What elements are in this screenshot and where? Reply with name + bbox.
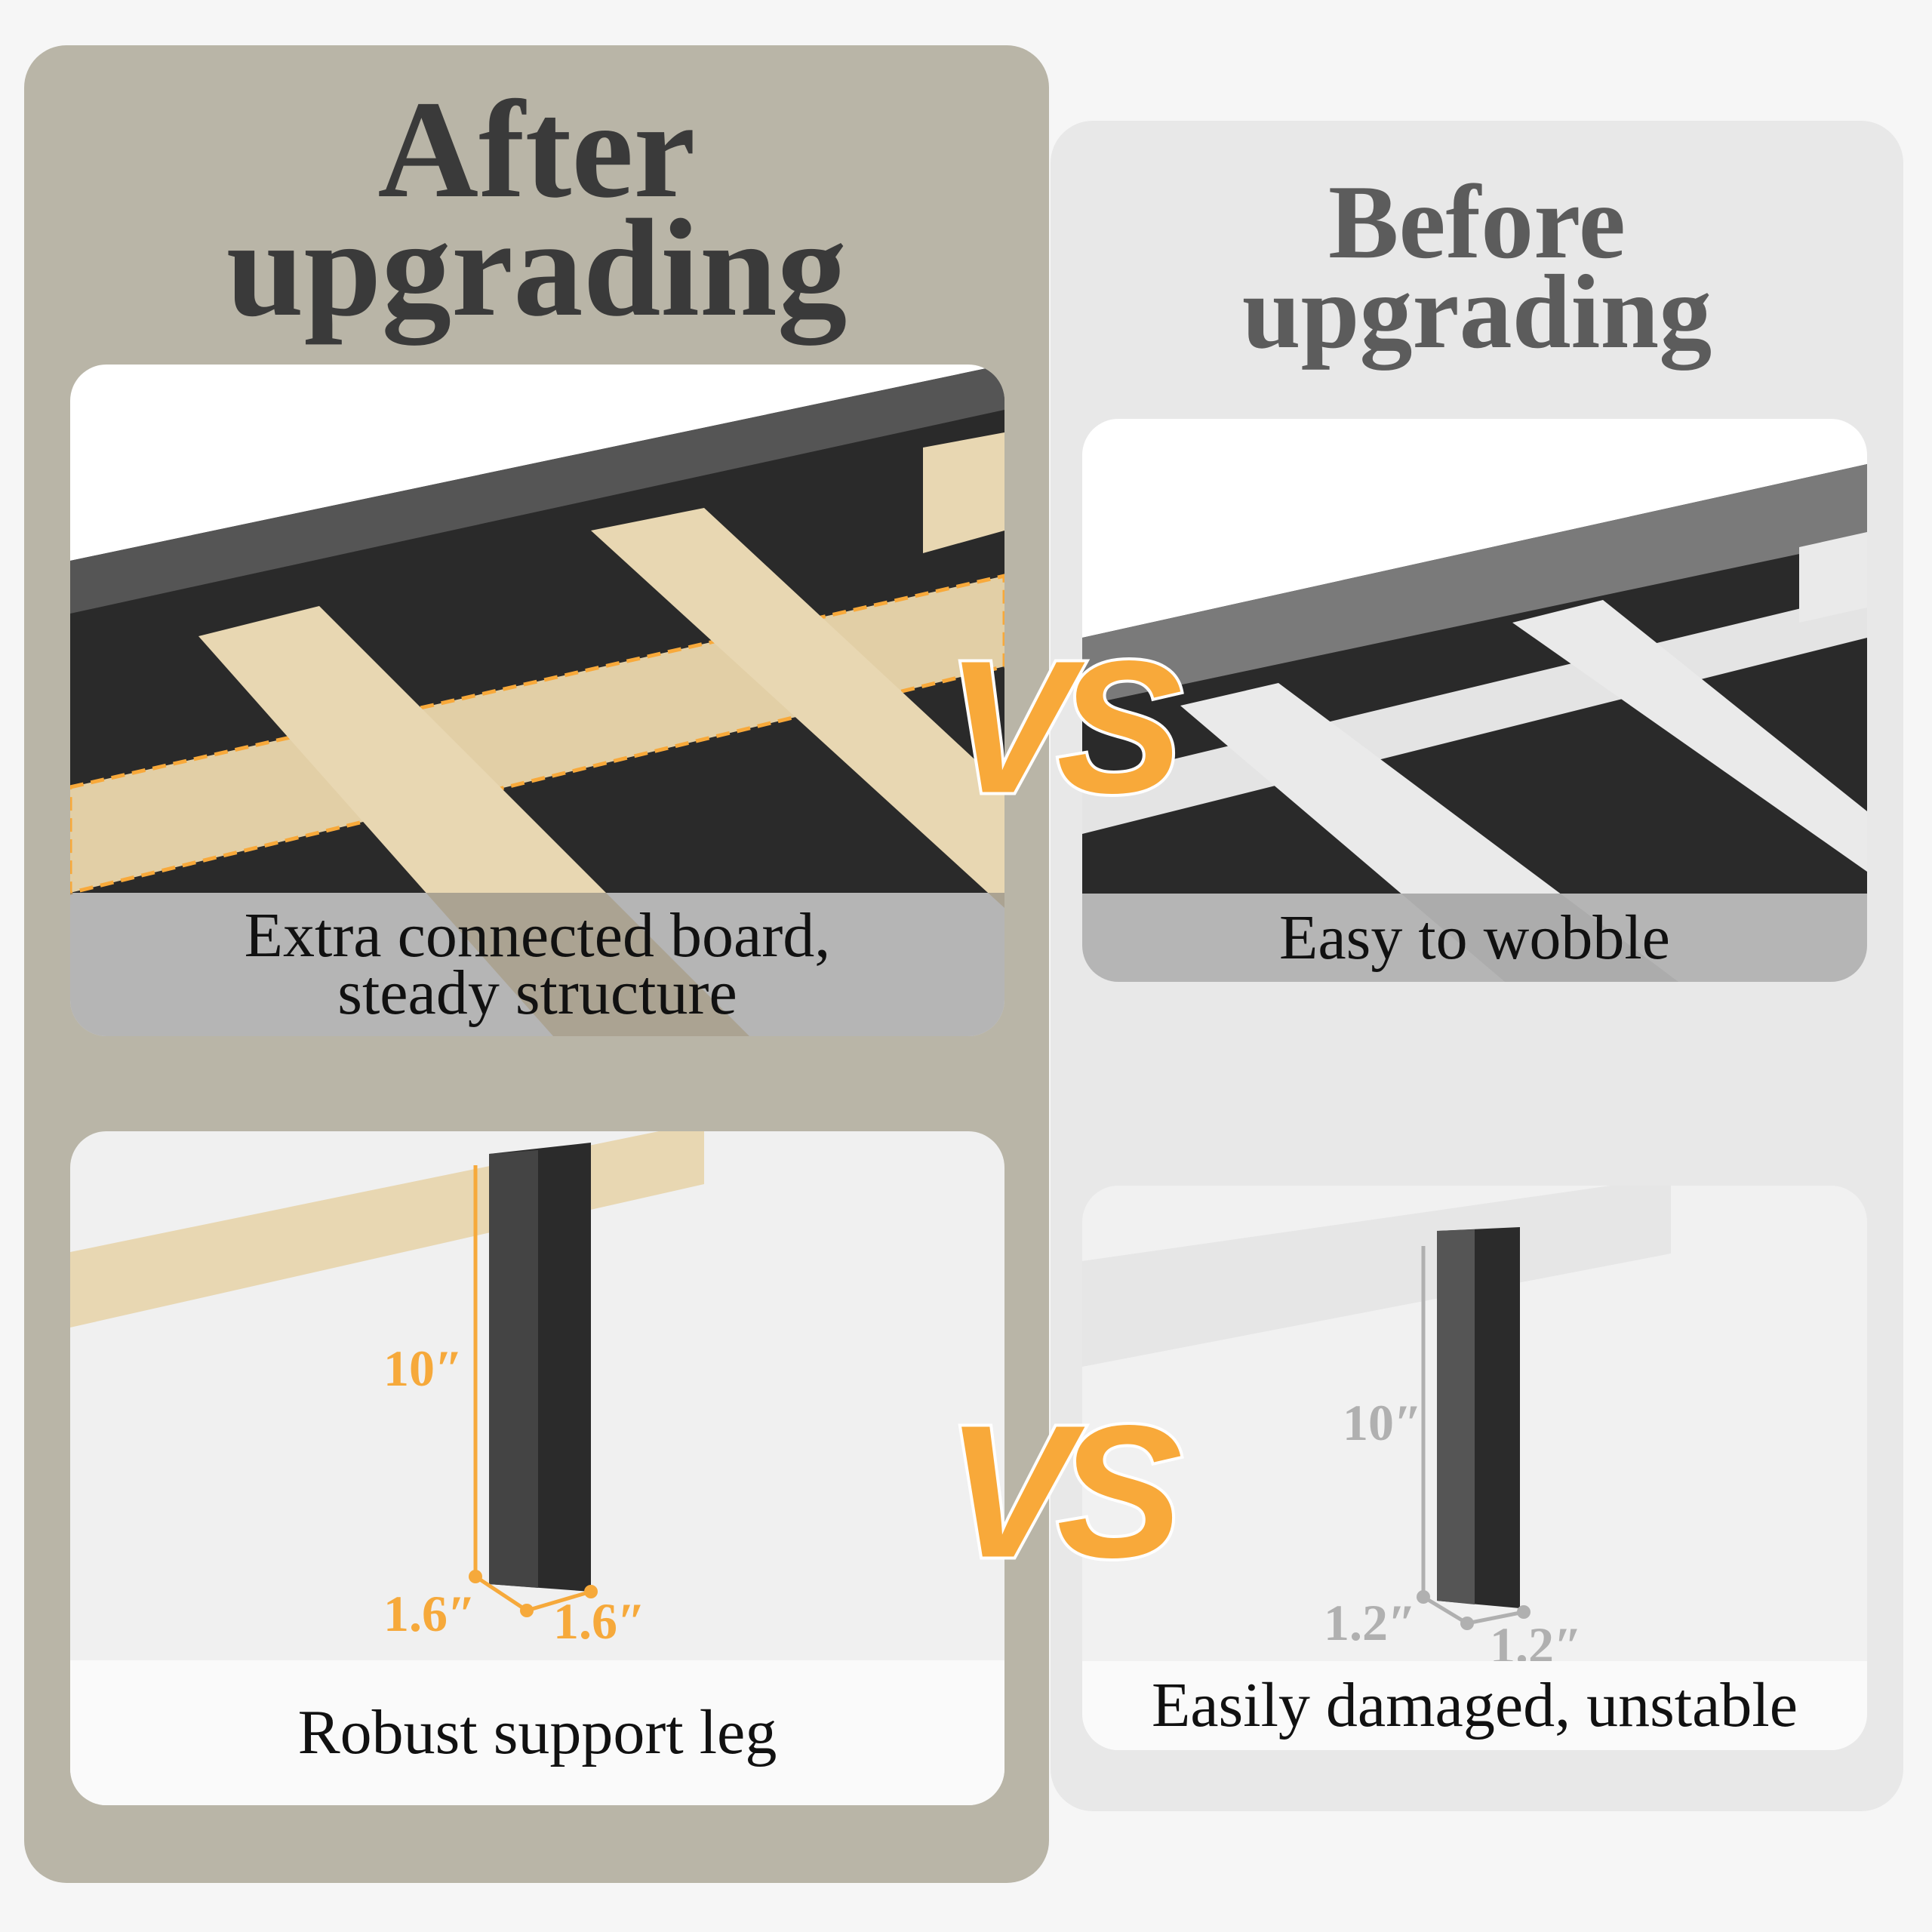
after-leg-image: 10″ 1.6″ 1.6″ Robust support leg — [70, 1131, 1004, 1805]
caption-line2: steady structure — [337, 958, 737, 1028]
before-title-line1: Before — [1328, 164, 1626, 281]
after-leg-caption: Robust support leg — [70, 1660, 1004, 1805]
caption-line1: Extra connected board, — [244, 900, 831, 971]
leg-illustration — [70, 1131, 704, 1617]
slat-illustration — [1082, 464, 1867, 982]
after-slat-caption: Extra connected board,steady structure — [70, 893, 1004, 1036]
after-slat-image: Extra connected board,steady structure — [70, 365, 1004, 1036]
before-title-line2: upgrading — [1241, 254, 1712, 371]
after-leg-height: 10″ — [383, 1340, 463, 1397]
before-leg-height: 10″ — [1343, 1394, 1423, 1451]
after-title-line1: After — [377, 72, 696, 227]
after-leg-width: 1.6″ — [383, 1585, 476, 1642]
before-slat-caption: Easy to wobble — [1082, 894, 1867, 982]
after-title: After upgrading — [24, 72, 1049, 346]
after-leg-depth: 1.6″ — [553, 1592, 646, 1650]
vs-badge-top: VS — [943, 619, 1185, 835]
before-leg-width: 1.2″ — [1324, 1594, 1417, 1651]
after-title-line2: upgrading — [226, 191, 848, 346]
before-leg-caption: Easily damaged, unstable — [1082, 1661, 1867, 1750]
before-leg-image: 10″ 1.2″ 1.2″ Easily damaged, unstable — [1082, 1186, 1867, 1750]
leg-illustration — [1082, 1186, 1671, 1630]
before-slat-image: Easy to wobble — [1082, 419, 1867, 982]
before-title: Before upgrading — [1051, 164, 1903, 371]
vs-badge-bottom: VS — [943, 1383, 1185, 1600]
